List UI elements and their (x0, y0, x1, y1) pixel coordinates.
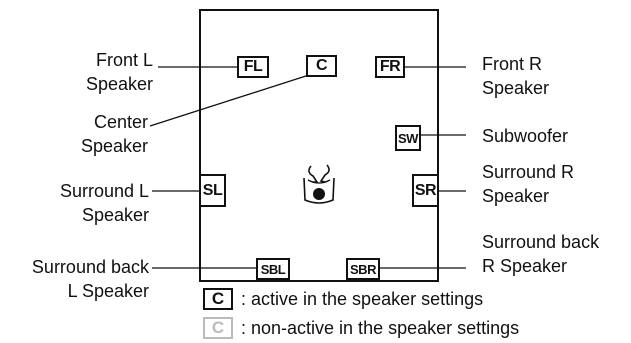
label-surround-back-l-line2: L Speaker (67, 281, 149, 301)
label-subwoofer: Subwoofer (482, 124, 568, 148)
label-front-r: Front R Speaker (482, 52, 549, 100)
label-center-line2: Speaker (80, 136, 148, 156)
label-surround-back-l-line1: Surround back (31, 257, 149, 277)
label-subwoofer-line1: Subwoofer (482, 126, 569, 146)
label-center: Center Speaker (81, 110, 148, 158)
speaker-fl: FL (237, 56, 269, 78)
label-surround-back-r-line1: Surround back (482, 232, 600, 252)
label-front-r-line2: Speaker (482, 78, 550, 98)
label-front-l-line2: Speaker (85, 74, 153, 94)
label-surround-back-l: Surround back L Speaker (32, 255, 149, 303)
speaker-c: C (306, 55, 337, 77)
label-surround-l-line2: Speaker (81, 205, 149, 225)
label-surround-r-line1: Surround R (482, 162, 575, 182)
legend-inactive-box: C (203, 317, 233, 339)
speaker-sbr: SBR (346, 258, 380, 280)
label-center-line1: Center (93, 112, 148, 132)
label-surround-l-line1: Surround L (59, 181, 149, 201)
legend-active-box: C (203, 288, 233, 310)
label-surround-l: Surround L Speaker (60, 179, 149, 227)
speaker-sbl: SBL (256, 258, 290, 280)
speaker-sl: SL (199, 174, 226, 207)
label-surround-r-line2: Speaker (482, 186, 550, 206)
label-surround-back-r: Surround back R Speaker (482, 230, 599, 278)
label-front-r-line1: Front R (482, 54, 543, 74)
label-front-l: Front L Speaker (86, 48, 153, 96)
speaker-sw: SW (395, 125, 421, 151)
label-front-l-line1: Front L (95, 50, 153, 70)
label-surround-back-r-line2: R Speaker (482, 256, 568, 276)
speaker-sr: SR (412, 174, 439, 207)
listener-icon (303, 164, 335, 204)
room-layout (199, 9, 439, 282)
label-surround-r: Surround R Speaker (482, 160, 574, 208)
center-leader (149, 74, 310, 127)
legend-inactive-text: : non-active in the speaker settings (241, 318, 520, 338)
legend-active-text: : active in the speaker settings (241, 289, 484, 309)
speaker-fr: FR (375, 56, 405, 78)
